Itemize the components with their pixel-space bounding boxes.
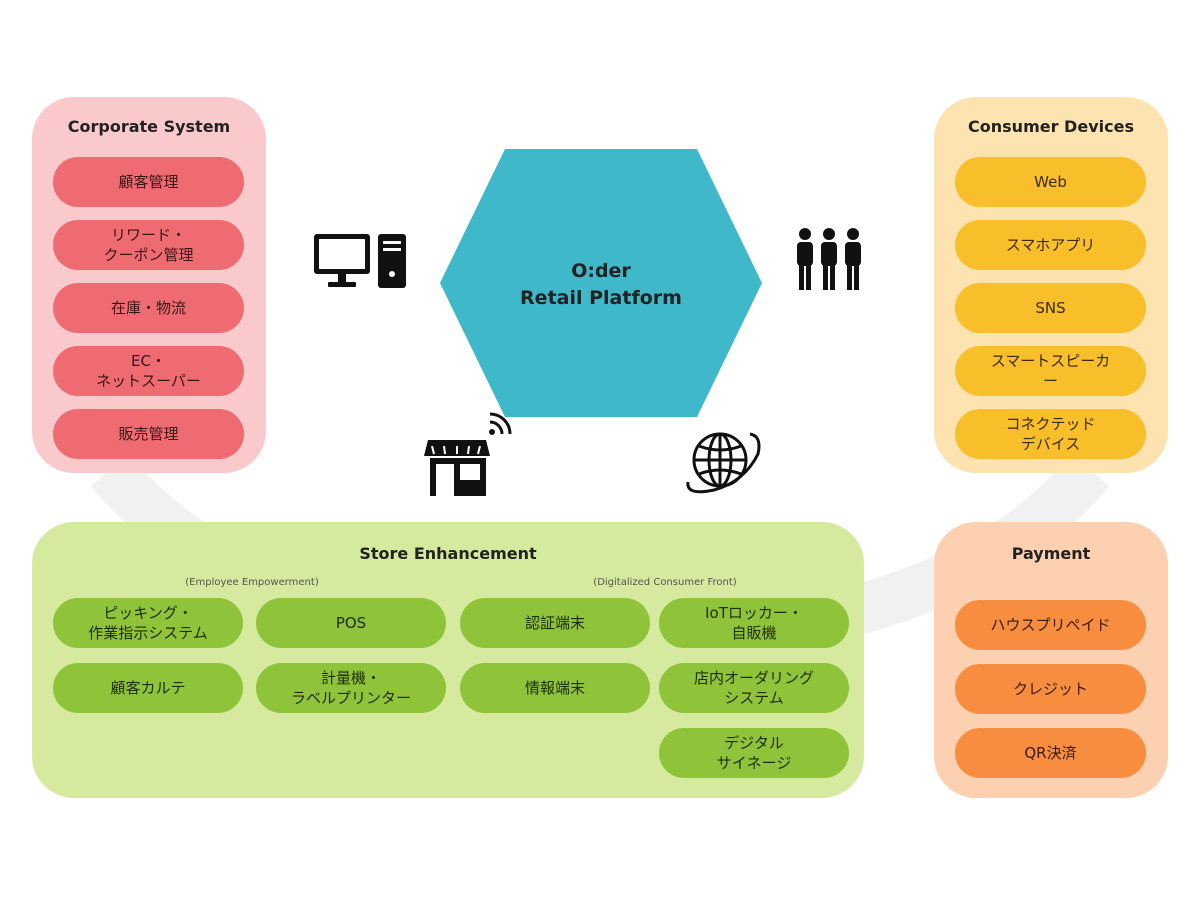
- corporate-system-title: Corporate System: [67, 117, 231, 136]
- store-item-picking-system: ピッキング・ 作業指示システム: [53, 598, 243, 648]
- consumer-item-web: Web: [955, 157, 1146, 207]
- consumer-item-connected-device: コネクテッド デバイス: [955, 409, 1146, 459]
- corporate-item-inventory-logistics: 在庫・物流: [53, 283, 244, 333]
- consumer-devices-panel: Consumer Devices Web スマホアプリ SNS スマートスピーカ…: [934, 97, 1168, 473]
- corporate-item-sales-management: 販売管理: [53, 409, 244, 459]
- payment-item-house-prepaid: ハウスプリペイド: [955, 600, 1146, 650]
- store-wifi-icon: [424, 412, 512, 496]
- platform-title: O:der Retail Platform: [470, 258, 732, 312]
- payment-item-credit: クレジット: [955, 664, 1146, 714]
- platform-title-line1: O:der: [571, 260, 631, 282]
- store-item-digital-signage: デジタル サイネージ: [659, 728, 849, 778]
- corporate-item-reward-coupon: リワード・ クーポン管理: [53, 220, 244, 270]
- store-item-instore-ordering: 店内オーダリング システム: [659, 663, 849, 713]
- corporate-system-panel: Corporate System 顧客管理 リワード・ クーポン管理 在庫・物流…: [32, 97, 266, 473]
- store-enhancement-panel: Store Enhancement (Employee Empowerment)…: [32, 522, 864, 798]
- platform-hexagon: [440, 149, 762, 417]
- globe-icon: [686, 432, 761, 494]
- payment-panel: Payment ハウスプリペイド クレジット QR決済: [934, 522, 1168, 798]
- consumer-devices-title: Consumer Devices: [968, 117, 1134, 136]
- corporate-item-customer-management: 顧客管理: [53, 157, 244, 207]
- consumer-item-smartphone-app: スマホアプリ: [955, 220, 1146, 270]
- platform-title-line2: Retail Platform: [520, 287, 682, 309]
- store-item-auth-terminal: 認証端末: [460, 598, 650, 648]
- digitalized-consumer-front-subhead: (Digitalized Consumer Front): [593, 577, 737, 588]
- store-item-pos: POS: [256, 598, 446, 648]
- corporate-item-ec-netsuper: EC・ ネットスーパー: [53, 346, 244, 396]
- payment-title: Payment: [1011, 544, 1091, 563]
- store-item-info-terminal: 情報端末: [460, 663, 650, 713]
- store-item-customer-chart: 顧客カルテ: [53, 663, 243, 713]
- desktop-computer-icon: [314, 234, 406, 288]
- store-item-iot-locker: IoTロッカー・ 自販機: [659, 598, 849, 648]
- store-enhancement-title: Store Enhancement: [359, 544, 537, 563]
- consumer-item-smart-speaker: スマートスピーカ ー: [955, 346, 1146, 396]
- employee-empowerment-subhead: (Employee Empowerment): [185, 577, 319, 588]
- payment-item-qr: QR決済: [955, 728, 1146, 778]
- people-group-icon: [797, 228, 861, 290]
- store-item-scale-label-printer: 計量機・ ラベルプリンター: [256, 663, 446, 713]
- consumer-item-sns: SNS: [955, 283, 1146, 333]
